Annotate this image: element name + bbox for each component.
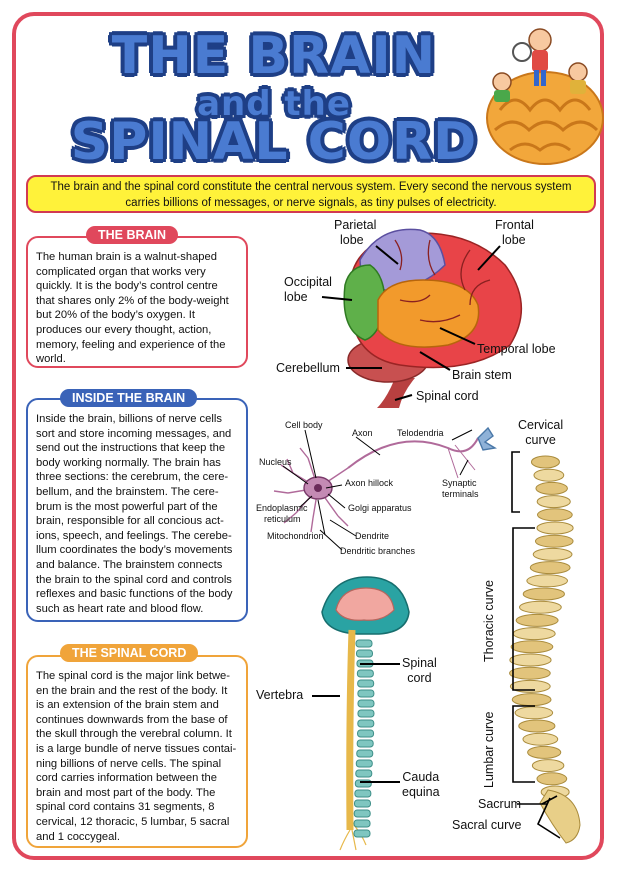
spine-vertebra — [536, 772, 568, 786]
temporal-label: Temporal lobe — [477, 342, 556, 356]
spinal-cord-label: Spinal cord — [416, 389, 479, 403]
spine-vertebra — [536, 495, 571, 509]
cord-pointer-lines — [312, 663, 400, 783]
vertebral-column-diagram — [509, 455, 581, 844]
spine-vertebra — [519, 600, 562, 614]
title-line-3: SPINAL CORD — [70, 112, 478, 172]
axon-hillock-label: Axon hillock — [345, 478, 394, 488]
title-line-1: THE BRAIN — [111, 26, 437, 86]
vertebra-segment — [356, 739, 374, 748]
golgi-label: Golgi apparatus — [348, 503, 412, 513]
spine-vertebra — [512, 627, 556, 641]
brain-diagram — [321, 228, 522, 408]
brain-section-box: The human brain is a walnut-shaped compl… — [26, 236, 248, 368]
lumbar-curve-label: Lumbar curve — [482, 711, 496, 788]
vertebra-segment — [357, 719, 375, 728]
vertebra-segment — [357, 709, 375, 718]
brain-section-text: The human brain is a walnut-shaped compl… — [36, 251, 229, 366]
spine-vertebra — [533, 468, 565, 482]
spinal-section-text: The spinal cord is the major link betwe-… — [36, 670, 237, 843]
sacrum-label: Sacrum — [478, 797, 522, 811]
vertebra-segment — [357, 729, 375, 738]
vertebra-segment — [356, 669, 374, 678]
spine-vertebra — [536, 508, 573, 522]
page-frame — [12, 12, 604, 860]
vertebra-segment — [353, 809, 371, 818]
nucleus-label: Nucleus — [259, 457, 292, 467]
sacral-curve-label: Sacral curve — [452, 818, 522, 832]
vertebra-segment — [357, 699, 375, 708]
inside-section-box: Inside the brain, billions of nerve cell… — [26, 398, 248, 622]
vertebra-segment — [356, 749, 374, 758]
brain-stem-label: Brain stem — [452, 368, 512, 382]
vertebra-label: Vertebra — [256, 688, 304, 702]
mitochondrion-label: Mitochondrion — [267, 531, 324, 541]
neuron-pointer-lines — [282, 429, 473, 551]
thoracic-curve-label: Thoracic curve — [482, 580, 496, 662]
vertebra-segment — [355, 639, 373, 648]
neuron-diagram — [273, 426, 497, 533]
vertebra-segment — [355, 769, 373, 778]
vertebra-segment — [355, 649, 373, 658]
sacrum-shape — [539, 789, 581, 844]
spine-vertebra — [532, 547, 573, 561]
spine-vertebra — [522, 732, 559, 746]
brain-section-heading: THE BRAIN — [86, 226, 179, 244]
dendritic-branches-label: Dendritic branches — [340, 546, 416, 556]
telodendria-label: Telodendria — [397, 428, 444, 438]
spine-vertebra — [527, 745, 562, 759]
spine-vertebra — [531, 759, 565, 773]
spine-vertebra — [515, 613, 559, 627]
inside-section-text: Inside the brain, billions of nerve cell… — [36, 413, 233, 615]
spine-vertebra — [518, 719, 556, 733]
spinal-section-box: The spinal cord is the major link betwe-… — [26, 655, 248, 848]
spine-vertebra — [534, 534, 574, 548]
axon-label: Axon — [352, 428, 373, 438]
brain-stem-shape — [377, 378, 415, 408]
spine-vertebra — [530, 455, 560, 469]
spine-vertebra — [511, 693, 552, 707]
spine-vertebra — [514, 706, 554, 720]
spine-vertebra — [522, 587, 565, 601]
spine-vertebra — [509, 653, 552, 667]
spine-vertebra — [526, 574, 569, 588]
vertebra-segment — [357, 679, 375, 688]
vertebra-segment — [354, 789, 372, 798]
temporal-lobe-shape — [377, 279, 480, 348]
spine-vertebra — [509, 666, 551, 680]
inside-section-heading: INSIDE THE BRAIN — [60, 389, 198, 407]
spinal-cord-diagram — [321, 576, 410, 851]
mascot-brain-illustration — [486, 28, 604, 165]
title-line-2: and the — [197, 84, 351, 124]
vertebra-segment — [353, 799, 371, 808]
spine-bracket-lines — [511, 451, 561, 839]
vertebra-segment — [353, 819, 371, 828]
cerebellum-label: Cerebellum — [276, 361, 340, 375]
spine-vertebra — [536, 521, 574, 535]
vertebra-segment — [357, 689, 375, 698]
vertebra-segment — [355, 759, 373, 768]
intro-banner: The brain and the spinal cord constitute… — [26, 175, 596, 213]
spine-vertebra — [510, 640, 554, 654]
vertebrae-column — [353, 639, 375, 838]
spine-vertebra — [535, 481, 568, 495]
spinal-section-heading: THE SPINAL CORD — [60, 644, 199, 662]
vertebra-segment — [353, 829, 371, 838]
cell-body-label: Cell body — [285, 420, 323, 430]
dendrite-label: Dendrite — [355, 531, 390, 541]
spine-vertebra — [529, 561, 571, 575]
